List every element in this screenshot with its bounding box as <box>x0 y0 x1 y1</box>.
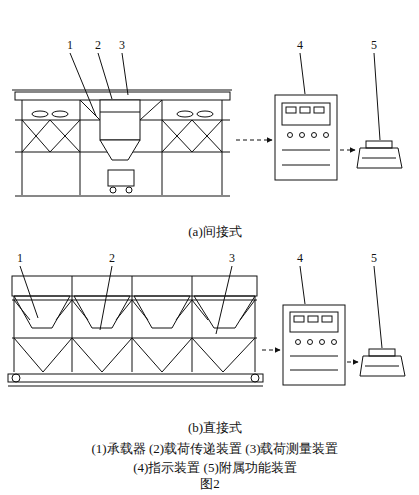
callout-number: 3 <box>229 251 235 265</box>
callout-number: 4 <box>297 38 303 52</box>
direct-scale <box>8 266 405 386</box>
sub-caption: (a)间接式 <box>188 224 241 240</box>
key-line: (4)指示装置 (5)附属功能装置 <box>133 460 297 476</box>
callout-number: 1 <box>67 38 73 52</box>
key-line: (1)承载器 (2)载荷传递装置 (3)载荷测量装置 <box>92 441 339 457</box>
callout-number: 3 <box>119 38 125 52</box>
callout-number: 2 <box>95 38 101 52</box>
callout-number: 2 <box>109 251 115 265</box>
figure-caption: 图2 <box>200 476 220 492</box>
indirect-scale <box>12 53 402 196</box>
callout-number: 5 <box>371 251 377 265</box>
sub-caption: (b)直接式 <box>188 420 242 436</box>
callout-number: 1 <box>17 251 23 265</box>
callout-number: 4 <box>297 251 303 265</box>
callout-number: 5 <box>371 38 377 52</box>
